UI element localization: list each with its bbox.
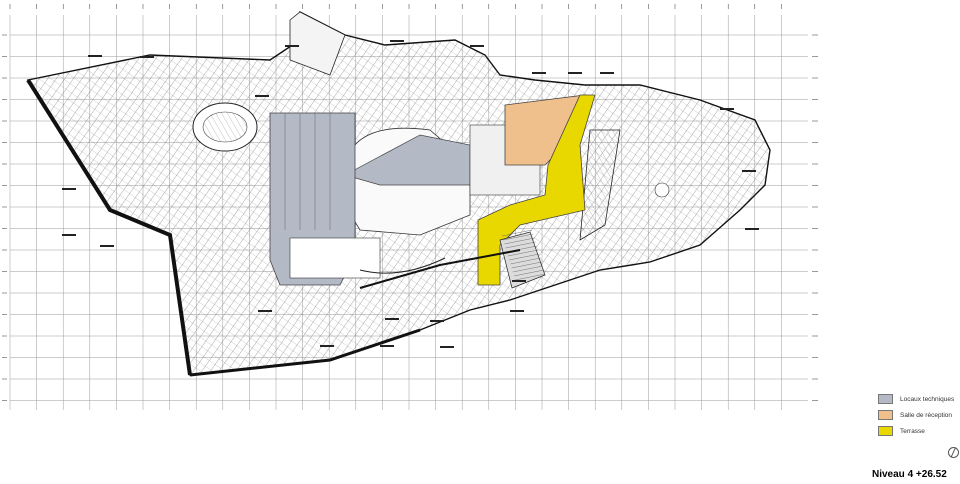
legend-swatch-technical (878, 394, 893, 404)
annotation-tag (258, 310, 272, 312)
terrace-zone (477, 94, 596, 286)
interior-spaces (192, 102, 541, 286)
ramp-step (509, 253, 540, 261)
annotation-tag (742, 170, 756, 172)
legend-item-reception: Salle de réception (878, 410, 958, 420)
ramp-step (515, 273, 546, 281)
annotation-tag (430, 320, 444, 322)
ramp-step (512, 265, 543, 273)
legend-label-terrace: Terrasse (900, 427, 925, 435)
ramp-step (505, 241, 536, 249)
annotation-tag (470, 45, 484, 47)
annotation-tag (255, 95, 269, 97)
annotation-tag (440, 346, 454, 348)
ramp-step (507, 249, 539, 257)
annotation-tag (62, 188, 76, 190)
annotation-tag (380, 345, 394, 347)
annotation-tag (285, 45, 299, 47)
annotation-tag (100, 245, 114, 247)
ramp-step (510, 257, 541, 265)
ramp-step (504, 237, 535, 245)
ramp-step (501, 229, 533, 237)
annotation-tag (600, 72, 614, 74)
legend-swatch-reception (878, 410, 893, 420)
legend-label-technical: Locaux techniques (900, 395, 955, 403)
annotation-tag (390, 40, 404, 42)
level-title: Niveau 4 +26.52 (872, 469, 947, 480)
annotation-tag (512, 280, 526, 282)
legend-label-reception: Salle de réception (900, 411, 953, 419)
annotation-tag (745, 228, 759, 230)
annotation-tags (62, 40, 759, 348)
annotation-tag (62, 234, 76, 236)
annotation-tag (568, 72, 582, 74)
legend-swatch-terrace (878, 426, 893, 436)
annotation-tag (510, 310, 524, 312)
annotation-tag (532, 72, 546, 74)
ramp-step (511, 261, 542, 269)
east-facade-detail (654, 182, 670, 198)
ramp-step (503, 233, 534, 241)
annotation-tag (88, 55, 102, 57)
legend-item-terrace: Terrasse (878, 426, 958, 436)
ramp (499, 229, 546, 289)
north-arrow-icon (948, 447, 959, 458)
slab-edge (359, 249, 521, 289)
annotation-tag (140, 56, 154, 58)
annotation-tag (320, 345, 334, 347)
legend: Locaux techniques Salle de réception Ter… (878, 394, 958, 442)
annotation-tag (720, 108, 734, 110)
ramp-step (513, 269, 545, 277)
annotation-tag (385, 318, 399, 320)
legend-item-technical: Locaux techniques (878, 394, 958, 404)
